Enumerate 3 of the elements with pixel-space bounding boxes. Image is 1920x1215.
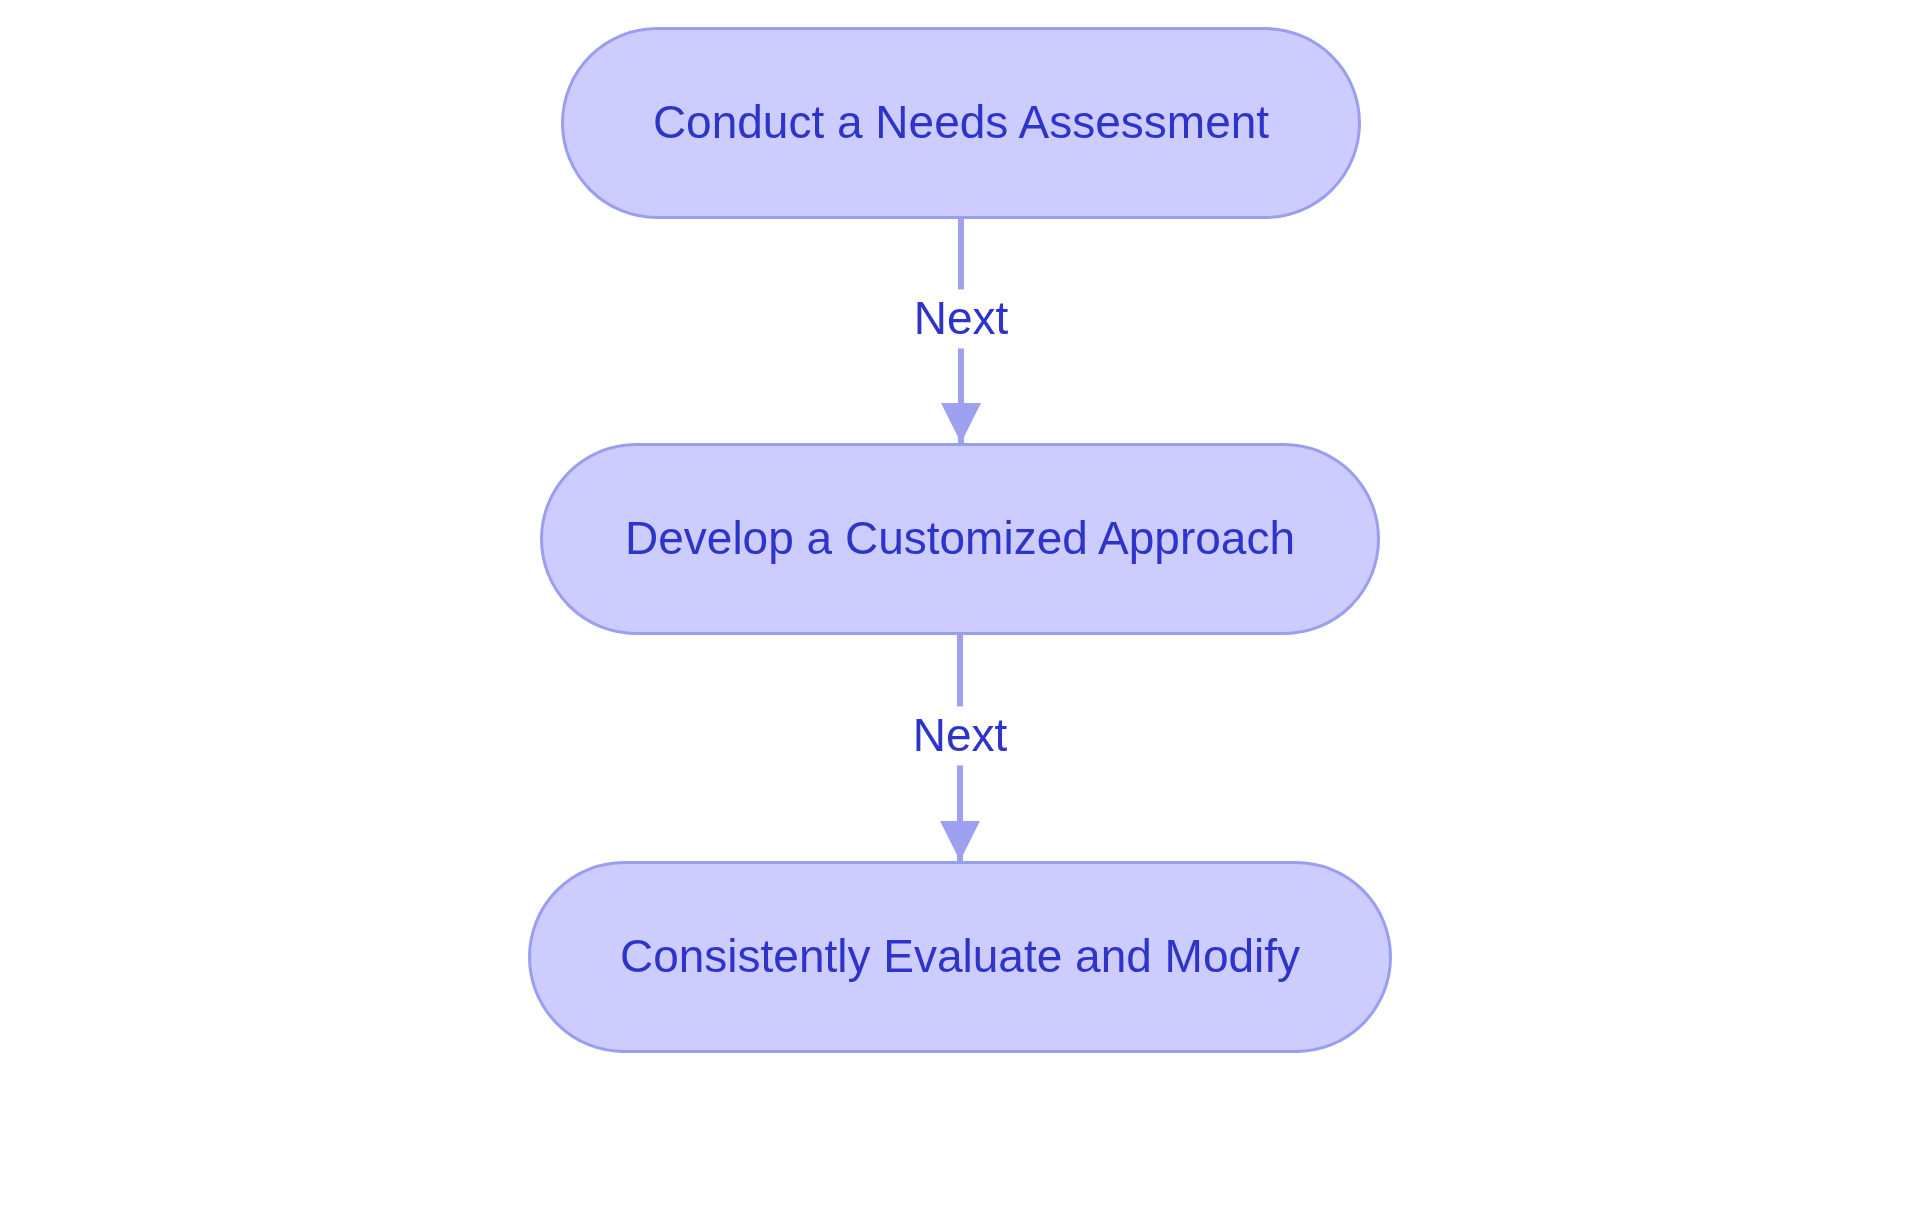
node-label: Consistently Evaluate and Modify xyxy=(618,929,1302,985)
node-label: Develop a Customized Approach xyxy=(624,511,1296,567)
node-label: Conduct a Needs Assessment xyxy=(651,95,1271,151)
